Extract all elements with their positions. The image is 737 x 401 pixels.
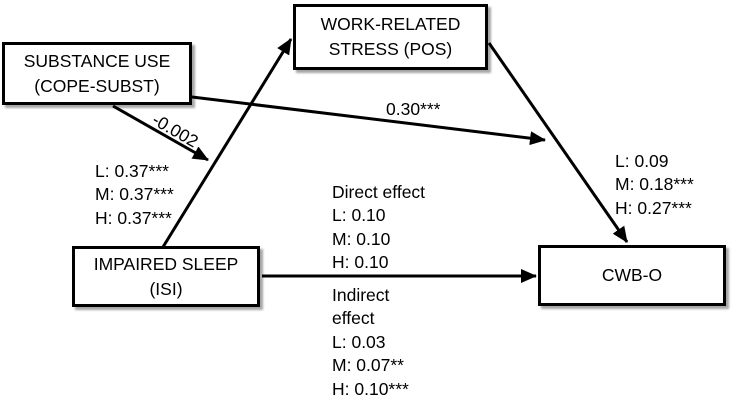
indirect-effect-title-line2: effect bbox=[332, 308, 375, 329]
node-substance-use: SUBSTANCE USE (COPE-SUBST) bbox=[2, 42, 192, 105]
node-cwbo-label: CWB-O bbox=[601, 265, 663, 285]
coefficient-line: H: 0.37*** bbox=[95, 207, 172, 228]
indirect-effect-block: Indirect effect L: 0.03 M: 0.07** H: 0.1… bbox=[332, 284, 409, 401]
coefficient-line: M: 0.07** bbox=[332, 355, 404, 376]
coefficient-line: L: 0.10 bbox=[332, 205, 386, 226]
node-substance-use-label-line1: SUBSTANCE USE bbox=[23, 50, 171, 71]
node-work-related-stress-label-line2: STRESS (POS) bbox=[328, 39, 453, 59]
coefficient-moderation-stress-cwbo: 0.30*** bbox=[386, 99, 441, 119]
coefficient-line: H: 0.10*** bbox=[332, 378, 409, 399]
direct-effect-block: Direct effect L: 0.10 M: 0.10 H: 0.10 bbox=[332, 181, 425, 275]
coefficient-line: H: 0.10 bbox=[332, 252, 389, 273]
arrow-substance-to-sleep-stress-path bbox=[112, 104, 209, 162]
node-impaired-sleep: IMPAIRED SLEEP (ISI) bbox=[72, 246, 260, 307]
node-work-related-stress: WORK-RELATED STRESS (POS) bbox=[293, 4, 488, 70]
coefficients-sleep-to-stress: L: 0.37*** M: 0.37*** H: 0.37*** bbox=[95, 160, 174, 230]
coefficient-line: L: 0.03 bbox=[332, 331, 386, 352]
coefficients-stress-to-cwbo: L: 0.09 M: 0.18*** H: 0.27*** bbox=[615, 150, 694, 220]
arrow-substance-to-stress-cwbo-path bbox=[191, 95, 546, 146]
arrow-sleep-to-stress bbox=[161, 38, 293, 248]
coefficient-line: M: 0.10 bbox=[332, 228, 391, 249]
node-cwbo: CWB-O bbox=[538, 245, 726, 306]
indirect-effect-title-line1: Indirect bbox=[332, 285, 390, 305]
node-impaired-sleep-label-line1: IMPAIRED SLEEP bbox=[93, 253, 239, 274]
coefficient-line: L: 0.09 bbox=[615, 151, 669, 171]
direct-effect-title: Direct effect bbox=[332, 182, 426, 202]
coefficient-line: M: 0.18*** bbox=[615, 174, 694, 195]
node-substance-use-label-line2: (COPE-SUBST) bbox=[34, 75, 160, 96]
node-impaired-sleep-label-line2: (ISI) bbox=[149, 278, 183, 299]
arrow-stress-to-cwbo bbox=[487, 42, 629, 243]
coefficient-line: L: 0.37*** bbox=[95, 161, 169, 181]
coefficient-line: M: 0.37*** bbox=[95, 184, 174, 205]
coefficient-line: H: 0.27*** bbox=[615, 197, 692, 218]
node-work-related-stress-label-line1: WORK-RELATED bbox=[320, 14, 461, 34]
